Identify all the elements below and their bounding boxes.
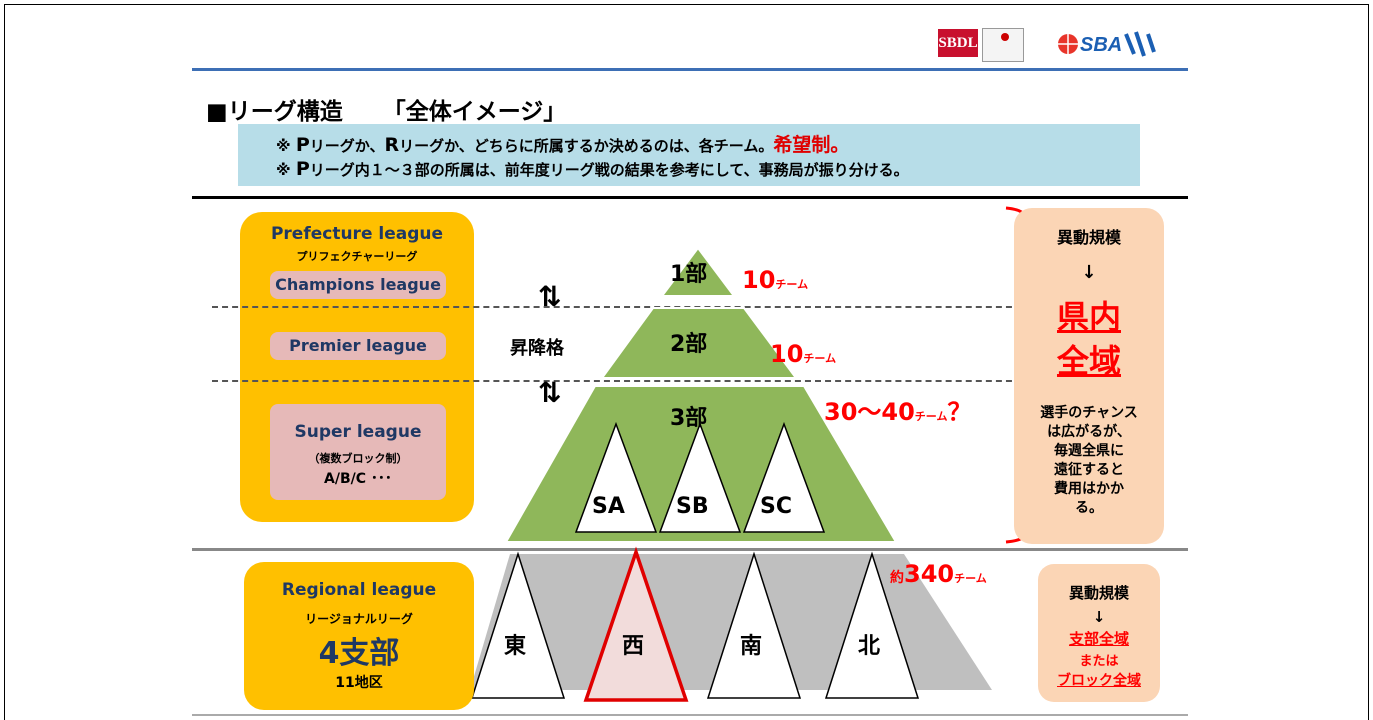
page-title: ■リーグ構造 「全体イメージ」 — [206, 92, 566, 126]
block-sc-label: SC — [760, 494, 792, 519]
block-sa-label: SA — [592, 494, 625, 519]
block-sa-triangle — [574, 421, 658, 533]
header-rule — [192, 68, 1188, 71]
updown-arrow-icon: ⇅ — [538, 376, 562, 409]
note-1: ※ Pリーグか、Rリーグか、どちらに所属するか決めるのは、各チーム。希望制。 — [276, 130, 849, 157]
area-south-triangle — [706, 551, 802, 699]
regional-league-panel: Regional league リージョナルリーグ 4支部 11地区 — [244, 562, 474, 710]
divider — [192, 548, 1188, 551]
divider — [192, 714, 1188, 716]
scope-panel-regional: 異動規模 ↓ 支部全域 または ブロック全域 — [1038, 564, 1160, 702]
league-pyramid — [470, 206, 1049, 702]
tier2-trapezoid — [600, 307, 798, 379]
note-text: リーグか、 — [309, 137, 385, 155]
regional-branches: 4支部 — [318, 636, 400, 671]
area-north-triangle — [824, 551, 920, 699]
block-sb-label: SB — [676, 494, 709, 519]
super-league-note: （複数ブロック制） — [308, 452, 408, 465]
tier2-label: 2部 — [670, 332, 708, 357]
scope-block: ブロック全域 — [1057, 673, 1141, 689]
title-main: ■リーグ構造 — [206, 99, 343, 125]
notes-box: ※ Pリーグか、Rリーグか、どちらに所属するか決めるのは、各チーム。希望制。 ※… — [238, 124, 1140, 186]
regional-districts: 11地区 — [335, 675, 383, 691]
note-text: リーグか、どちらに所属するか決めるのは、各チーム。 — [399, 137, 774, 155]
area-east-label: 東 — [504, 634, 527, 659]
note-2: ※ Pリーグ内１～３部の所属は、前年度リーグ戦の結果を参考にして、事務局が振り分… — [276, 158, 909, 180]
premier-league-label: Premier league — [270, 332, 446, 360]
level-divider — [212, 380, 1022, 382]
scope-main-1: 県内 — [1056, 298, 1121, 336]
area-north-label: 北 — [858, 634, 881, 659]
note-mark: ※ — [276, 161, 291, 179]
super-league-label: Super league — [294, 422, 422, 442]
note-p: P — [295, 158, 310, 180]
level-divider — [212, 306, 1022, 308]
prefecture-league-panel: Prefecture league プリフェクチャーリーグ Champions … — [240, 212, 474, 522]
block-sc-triangle — [742, 421, 826, 533]
scope-title: 異動規模 — [1056, 228, 1121, 247]
scope-main-2: 全域 — [1056, 342, 1121, 380]
tier1-triangle — [660, 246, 736, 297]
tier1-count: 10チーム — [742, 266, 809, 294]
slide: SBDL SBA ■リーグ構造「全体イメージ」 ※ Pリーグか、Rリーグか、どち… — [192, 12, 1188, 720]
super-league-box: Super league （複数ブロック制） A/B/C ･･･ — [270, 404, 446, 500]
regional-title: Regional league — [281, 580, 437, 600]
down-arrow-icon: ↓ — [1092, 608, 1106, 626]
slide-frame — [4, 4, 1369, 720]
tier3-count: 30～40チーム？ — [824, 398, 972, 426]
area-west-triangle — [583, 546, 689, 702]
note-p: P — [295, 134, 310, 156]
champions-league-label: Champions league — [270, 271, 446, 299]
tier3-label: 3部 — [670, 406, 708, 431]
scope-or: または — [1079, 654, 1119, 669]
scope-panel-prefecture: 異動規模 ↓ 県内 全域 選手のチャンス は広がるが、 毎週全県に 遠征すると … — [1014, 208, 1164, 544]
regional-kana: リージョナルリーグ — [305, 612, 413, 626]
note-r: R — [384, 134, 400, 156]
sba-logo-text: SBA — [1080, 34, 1122, 56]
area-east-triangle — [470, 551, 566, 699]
area-west-label: 西 — [622, 634, 645, 659]
updown-arrow-icon: ⇅ — [538, 280, 562, 313]
down-arrow-icon: ↓ — [1081, 262, 1097, 283]
divider — [192, 196, 1188, 199]
scope-title: 異動規模 — [1068, 584, 1129, 602]
tier1-label: 1部 — [670, 262, 708, 287]
updown-label: 昇降格 — [510, 338, 564, 359]
title-sub: 「全体イメージ」 — [382, 99, 567, 125]
note-mark: ※ — [276, 137, 291, 155]
area-south-label: 南 — [740, 634, 763, 659]
super-league-blocks: A/B/C ･･･ — [324, 471, 392, 487]
regional-count: 約340チーム — [890, 560, 987, 588]
note-text: リーグ内１～３部の所属は、前年度リーグ戦の結果を参考にして、事務局が振り分ける。 — [309, 161, 909, 179]
note-highlight: 希望制。 — [773, 134, 850, 156]
sbdl-logo-text: SBDL — [938, 29, 978, 57]
prefecture-title: Prefecture league — [270, 224, 444, 244]
scope-branch: 支部全域 — [1068, 630, 1129, 648]
scope-description: 選手のチャンス は広がるが、 毎週全県に 遠征すると 費用はかか る。 — [1040, 405, 1138, 516]
basketball-player-icon — [982, 28, 1024, 62]
block-sb-triangle — [658, 421, 742, 533]
sbdl-logo: SBDL — [938, 24, 1028, 64]
sba-logo: SBA — [1048, 24, 1178, 64]
prefecture-kana: プリフェクチャーリーグ — [296, 250, 418, 263]
tier2-count: 10チーム — [770, 340, 837, 368]
